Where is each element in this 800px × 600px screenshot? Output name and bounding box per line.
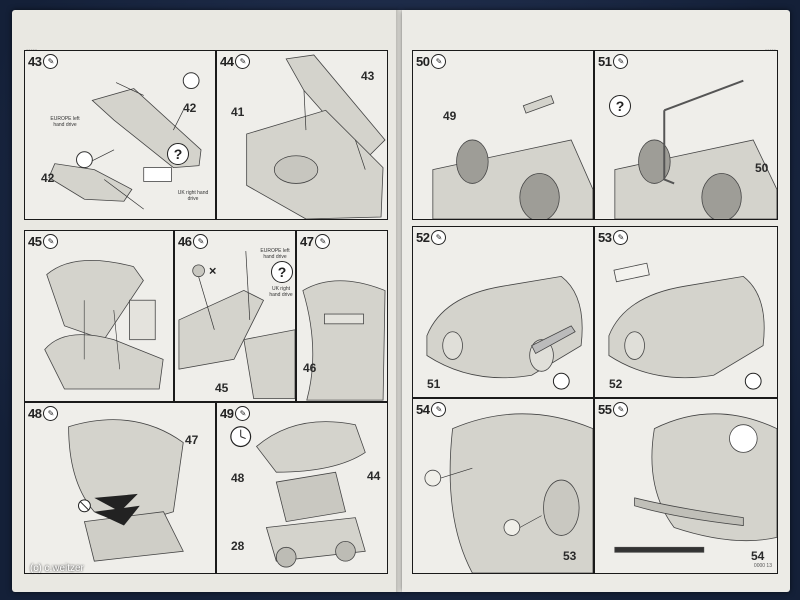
drive-note-uk: UK right hand drive bbox=[177, 190, 209, 202]
drive-note-europe: EUROPE left hand drive bbox=[50, 116, 80, 128]
step-53-drawing bbox=[608, 262, 765, 390]
part-label: 49 bbox=[443, 109, 457, 123]
step-46-header: 46 ✎ bbox=[178, 234, 209, 249]
drive-note-uk: UK right hand drive bbox=[269, 286, 293, 298]
step-48-panel: 48 ✎ 47 bbox=[24, 402, 216, 574]
step-49-number: 49 bbox=[220, 406, 234, 421]
step-52-panel: 52 ✎ 51 bbox=[412, 226, 594, 398]
part-label: 41 bbox=[231, 105, 245, 119]
step-51-panel: 51 ✎ ? 50 bbox=[594, 50, 778, 220]
part-label: 54 bbox=[751, 549, 765, 563]
step-54-number: 54 bbox=[416, 402, 430, 417]
step-52-number: 52 bbox=[416, 230, 430, 245]
step-47-panel: 47 ✎ 46 bbox=[296, 230, 388, 402]
step-43-header: 43 ✎ bbox=[28, 54, 59, 69]
step-43-panel: 43 ✎ 42 42 EUROPE left hand drive UK rig… bbox=[24, 50, 216, 220]
step-48-header: 48 ✎ bbox=[28, 406, 59, 421]
part-label: 45 bbox=[215, 381, 229, 395]
copyright-watermark: (c) c.weitzer bbox=[30, 563, 84, 574]
step-46-drawing: ✕ bbox=[178, 251, 295, 400]
part-label: 47 bbox=[185, 433, 199, 447]
step-50-header: 50 ✎ bbox=[416, 54, 447, 69]
part-label: 53 bbox=[563, 549, 577, 563]
part-label: 51 bbox=[427, 377, 441, 391]
right-page: 00000 50 ✎ 49 51 bbox=[402, 10, 790, 592]
step-51-number: 51 bbox=[598, 54, 612, 69]
step-50-drawing bbox=[432, 95, 593, 219]
question-icon: ? bbox=[271, 261, 293, 283]
step-43-number: 43 bbox=[28, 54, 42, 69]
step-53-panel: 53 ✎ 52 bbox=[594, 226, 778, 398]
step-48-drawing bbox=[68, 419, 184, 562]
question-icon: ? bbox=[167, 143, 189, 165]
step-47-number: 47 bbox=[300, 234, 314, 249]
part-label: 46 bbox=[303, 361, 317, 375]
step-55-number: 55 bbox=[598, 402, 612, 417]
step-47-drawing bbox=[302, 280, 386, 401]
step-45-number: 45 bbox=[28, 234, 42, 249]
step-46-panel: ✕ 46 ✎ EUROPE left hand drive UK right h… bbox=[174, 230, 296, 402]
glue-icon: ✎ bbox=[315, 234, 331, 249]
step-45-panel: 45 ✎ bbox=[24, 230, 174, 402]
glue-icon: ✎ bbox=[431, 230, 447, 245]
part-label: 42 bbox=[41, 171, 55, 185]
step-45-header: 45 ✎ bbox=[28, 234, 59, 249]
step-44-panel: 44 ✎ 43 41 bbox=[216, 50, 388, 220]
book-gutter bbox=[396, 10, 406, 592]
step-54-drawing bbox=[424, 413, 593, 573]
left-page: 00000 43 ✎ 42 42 EUROPE left hand d bbox=[12, 10, 400, 592]
step-45-drawing bbox=[44, 259, 164, 390]
glue-icon: ✎ bbox=[613, 402, 629, 417]
step-54-header: 54 ✎ bbox=[416, 402, 447, 417]
step-46-number: 46 bbox=[178, 234, 192, 249]
step-52-header: 52 ✎ bbox=[416, 230, 447, 245]
step-44-number: 44 bbox=[220, 54, 234, 69]
glue-icon: ✎ bbox=[431, 54, 447, 69]
glue-icon: ✎ bbox=[193, 234, 209, 249]
step-44-drawing bbox=[246, 54, 386, 219]
step-53-header: 53 ✎ bbox=[598, 230, 629, 245]
glue-icon: ✎ bbox=[43, 406, 59, 421]
part-label: 43 bbox=[361, 69, 375, 83]
step-54-panel: 54 ✎ 53 bbox=[412, 398, 594, 574]
part-label: 28 bbox=[231, 539, 245, 553]
glue-icon: ✎ bbox=[43, 54, 59, 69]
question-icon: ? bbox=[609, 95, 631, 117]
glue-icon: ✎ bbox=[431, 402, 447, 417]
glue-icon: ✎ bbox=[613, 230, 629, 245]
part-label: 44 bbox=[367, 469, 381, 483]
step-49-drawing bbox=[230, 421, 366, 568]
glue-icon: ✎ bbox=[235, 54, 251, 69]
step-50-number: 50 bbox=[416, 54, 430, 69]
part-label: 48 bbox=[231, 471, 245, 485]
step-52-drawing bbox=[426, 276, 583, 390]
step-55-header: 55 ✎ bbox=[598, 402, 629, 417]
page-footer-label: 0000 13 bbox=[753, 563, 772, 569]
step-50-panel: 50 ✎ 49 bbox=[412, 50, 594, 220]
step-55-panel: 55 ✎ 54 bbox=[594, 398, 778, 574]
step-51-header: 51 ✎ bbox=[598, 54, 629, 69]
part-label: 50 bbox=[755, 161, 769, 175]
step-53-number: 53 bbox=[598, 230, 612, 245]
part-label: 42 bbox=[183, 101, 197, 115]
glue-icon: ✎ bbox=[43, 234, 59, 249]
step-49-header: 49 ✎ bbox=[220, 406, 251, 421]
step-51-drawing bbox=[614, 79, 777, 219]
svg-text:✕: ✕ bbox=[208, 267, 216, 278]
part-label: 52 bbox=[609, 377, 623, 391]
step-44-header: 44 ✎ bbox=[220, 54, 251, 69]
glue-icon: ✎ bbox=[235, 406, 251, 421]
step-49-panel: 49 ✎ 48 44 28 bbox=[216, 402, 388, 574]
drive-note-europe: EUROPE left hand drive bbox=[260, 248, 290, 260]
step-48-number: 48 bbox=[28, 406, 42, 421]
glue-icon: ✎ bbox=[613, 54, 629, 69]
step-55-drawing bbox=[614, 413, 777, 553]
step-47-header: 47 ✎ bbox=[300, 234, 331, 249]
